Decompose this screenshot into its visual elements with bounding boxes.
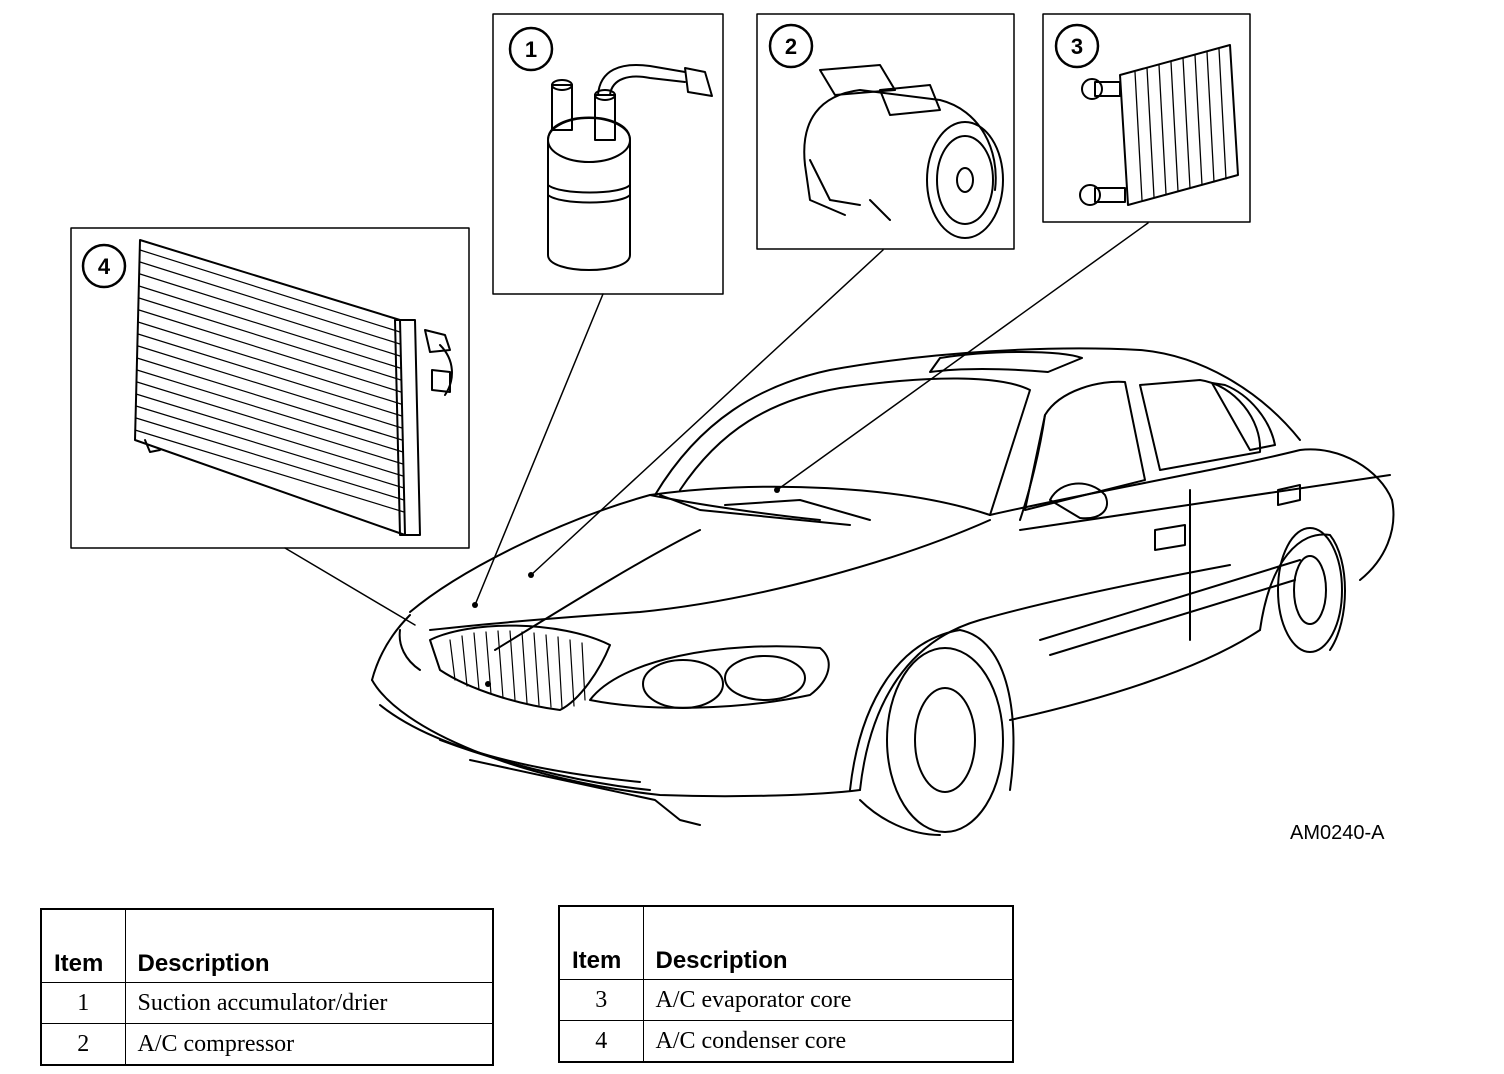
box-evaporator: 3: [1042, 13, 1251, 223]
item-number: 4: [558, 1020, 644, 1063]
legend-table-right: Item Description 3 A/C evaporator core 4…: [558, 905, 1014, 1063]
header-description: Description: [642, 905, 1014, 980]
item-number: 1: [40, 982, 126, 1024]
table-row: 1 Suction accumulator/drier: [40, 982, 494, 1024]
table-row: 3 A/C evaporator core: [558, 979, 1014, 1021]
box-accumulator: 1: [492, 13, 724, 295]
car-illustration: [371, 347, 1395, 836]
callout-3: 3: [1071, 34, 1083, 59]
header-item: Item: [40, 908, 126, 983]
item-description: A/C evaporator core: [642, 979, 1014, 1021]
leader-dots: [472, 487, 780, 687]
box-condenser: 4: [70, 227, 470, 549]
table-row: 4 A/C condenser core: [558, 1020, 1014, 1063]
header-description: Description: [124, 908, 494, 983]
legend-table-left: Item Description 1 Suction accumulator/d…: [40, 908, 494, 1066]
item-description: A/C condenser core: [642, 1020, 1014, 1063]
figure-id: AM0240-A: [1290, 822, 1385, 844]
table-row: 2 A/C compressor: [40, 1023, 494, 1066]
leader-lines: [284, 222, 1149, 626]
header-item: Item: [558, 905, 644, 980]
item-number: 2: [40, 1023, 126, 1066]
legend-header-row: Item Description: [40, 908, 494, 983]
callout-4: 4: [98, 254, 111, 279]
box-compressor: 2: [756, 13, 1015, 250]
legend-header-row: Item Description: [558, 905, 1014, 980]
item-description: A/C compressor: [124, 1023, 494, 1066]
item-number: 3: [558, 979, 644, 1021]
callout-2: 2: [785, 34, 797, 59]
callout-1: 1: [525, 37, 537, 62]
item-description: Suction accumulator/drier: [124, 982, 494, 1024]
